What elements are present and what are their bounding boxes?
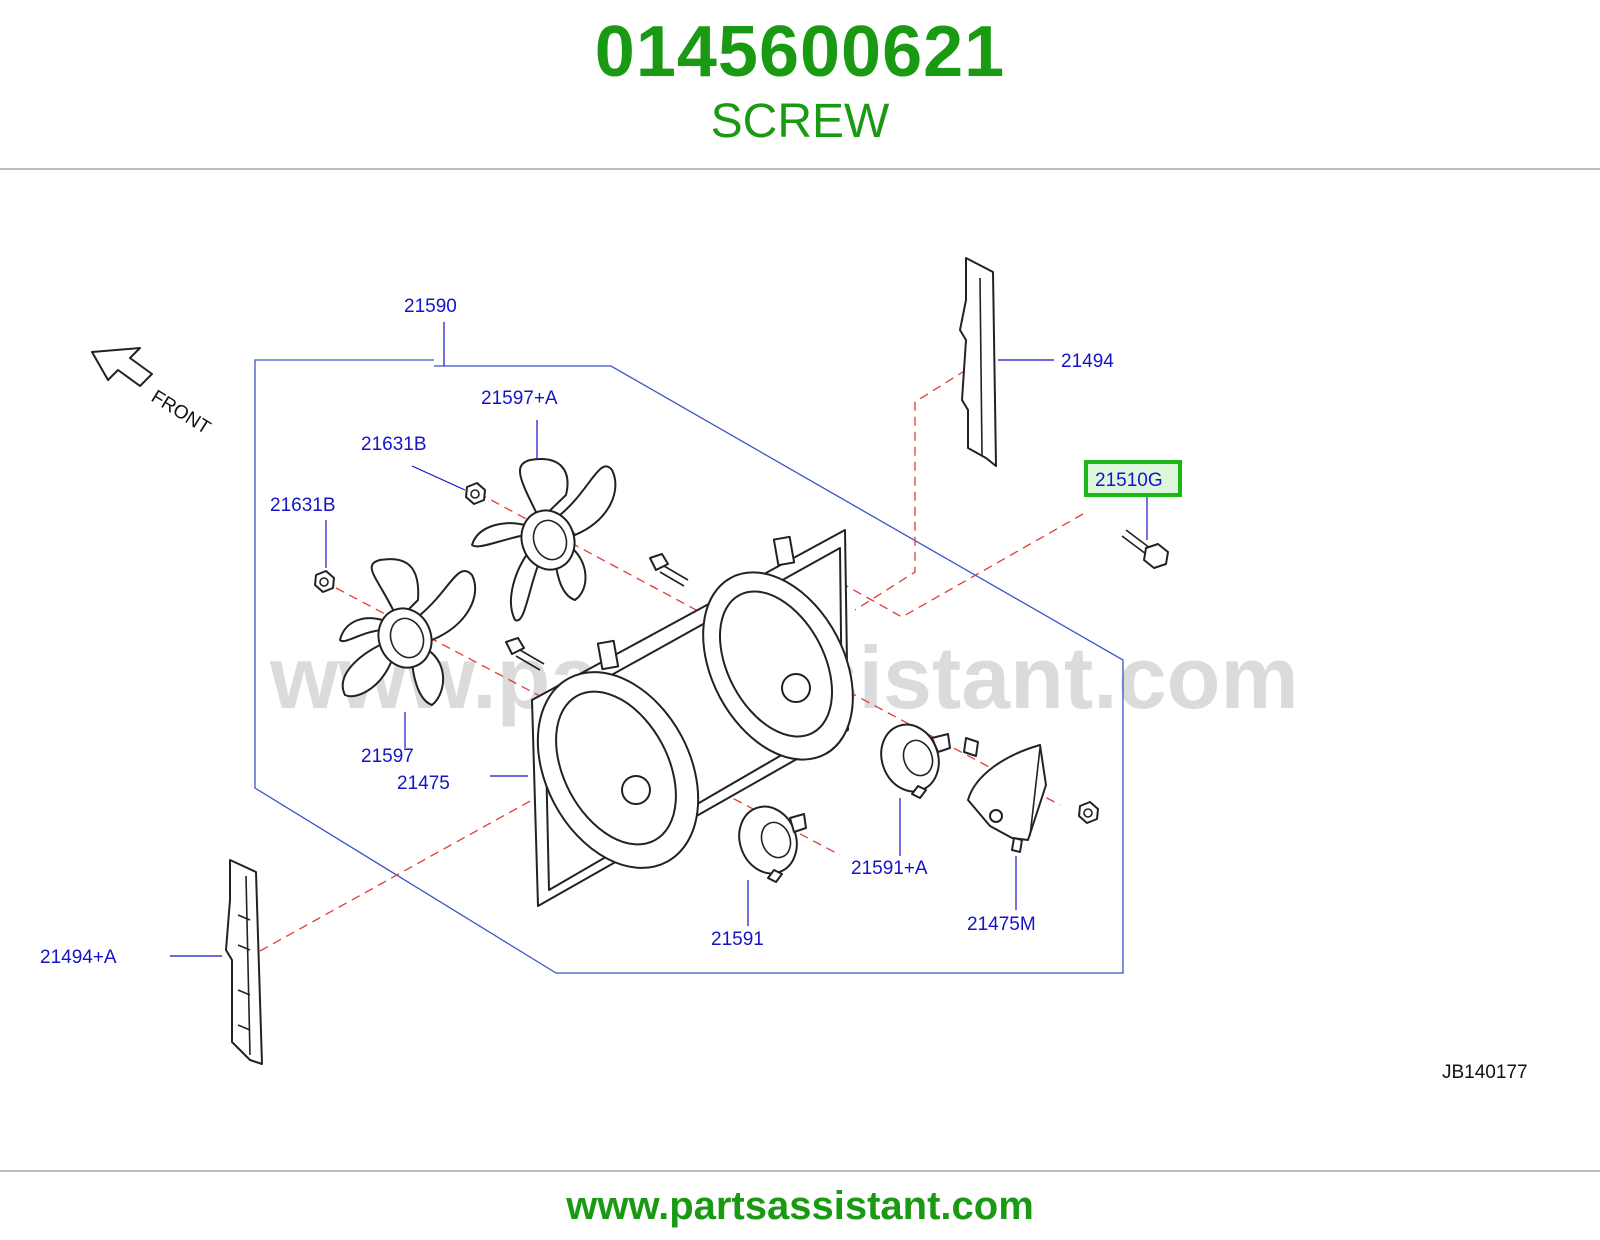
- part-name-subtitle: SCREW: [710, 95, 890, 148]
- shroud-21494: [959, 257, 997, 467]
- motor-cover-21475m: [967, 744, 1047, 853]
- nut-21631b-top: [465, 482, 486, 505]
- callout-21510g[interactable]: 21510G: [1095, 470, 1163, 491]
- parts-diagram: www.partsassistant.com FRONT: [40, 257, 1528, 1083]
- front-label: FRONT: [147, 386, 214, 439]
- assembly-outline: [254, 359, 1124, 974]
- drawing-code: JB140177: [1442, 1062, 1528, 1083]
- callout-21494a: 21494+A: [40, 947, 117, 968]
- callout-21590: 21590: [404, 296, 457, 317]
- part-number-title: 0145600621: [594, 12, 1006, 92]
- nut-right: [1078, 801, 1099, 824]
- callout-21591: 21591: [711, 929, 764, 950]
- callout-21475m: 21475M: [967, 914, 1036, 935]
- bolt-lower: [505, 637, 545, 671]
- fan-blade-21597a: [471, 458, 617, 622]
- fan-blade-21597: [339, 558, 477, 706]
- fan-shroud-21475: [531, 529, 854, 907]
- callout-21597a: 21597+A: [481, 388, 558, 409]
- callout-21631b-top: 21631B: [361, 434, 427, 455]
- motor-21591a: [880, 723, 979, 799]
- nut-21631b-left: [314, 570, 335, 593]
- callout-21475: 21475: [397, 773, 450, 794]
- shroud-21494a: [225, 859, 263, 1065]
- header-divider: [0, 168, 1600, 170]
- footer-divider: [0, 1170, 1600, 1172]
- motor-21591: [738, 805, 807, 883]
- front-arrow-icon: [91, 347, 153, 387]
- callout-21591a: 21591+A: [851, 858, 928, 879]
- bolt-upper: [649, 553, 689, 587]
- page-header: 0145600621 SCREW: [0, 0, 1600, 170]
- callout-21631b-left: 21631B: [270, 495, 336, 516]
- callout-21597: 21597: [361, 746, 414, 767]
- footer-url[interactable]: www.partsassistant.com: [566, 1184, 1034, 1228]
- screw-21510g: [1121, 529, 1169, 569]
- callout-21494: 21494: [1061, 351, 1114, 372]
- highlight-box: [1084, 460, 1182, 497]
- leader-21631b-top: [411, 465, 466, 491]
